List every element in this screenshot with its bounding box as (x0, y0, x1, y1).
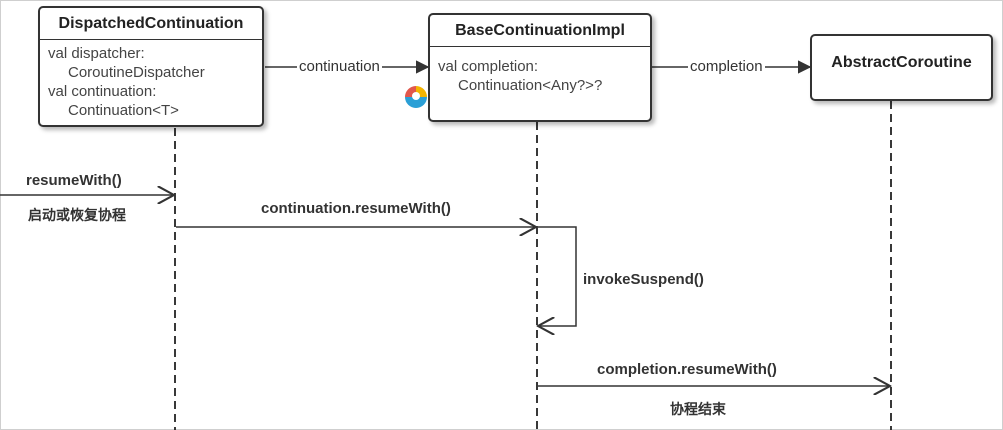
field-completion-label: val completion: (438, 58, 539, 75)
entry-message-label: resumeWith() (26, 172, 122, 189)
field-completion-type: Continuation<Any?>? (458, 77, 603, 94)
abstract-coroutine-box: AbstractCoroutine (810, 34, 993, 101)
continuation-resume-label: continuation.resumeWith() (261, 200, 451, 217)
self-call-label: invokeSuspend() (583, 271, 704, 288)
base-continuation-impl-box: BaseContinuationImpl val completion: Con… (428, 13, 652, 122)
logo-icon (405, 86, 427, 108)
dispatched-continuation-box: DispatchedContinuation val dispatcher: C… (38, 6, 264, 127)
field-continuation-label: val continuation: (48, 83, 157, 100)
field-dispatcher-label: val dispatcher: (48, 45, 145, 62)
abstract-coroutine-title: AbstractCoroutine (831, 54, 972, 71)
dispatched-continuation-fields: val dispatcher: CoroutineDispatcher val … (40, 40, 262, 124)
completion-resume-note: 协程结束 (670, 402, 726, 418)
field-dispatcher-type: CoroutineDispatcher (68, 64, 205, 81)
dispatched-continuation-title: DispatchedContinuation (40, 8, 262, 40)
association-continuation-label: continuation (297, 58, 382, 75)
association-completion-label: completion (688, 58, 765, 75)
completion-resume-label: completion.resumeWith() (597, 361, 777, 378)
entry-message-note: 启动或恢复协程 (28, 208, 126, 224)
base-continuation-impl-fields: val completion: Continuation<Any?>? (430, 47, 650, 99)
base-continuation-impl-title: BaseContinuationImpl (430, 15, 650, 47)
self-call-arrow (538, 226, 577, 326)
field-continuation-type: Continuation<T> (68, 102, 179, 119)
